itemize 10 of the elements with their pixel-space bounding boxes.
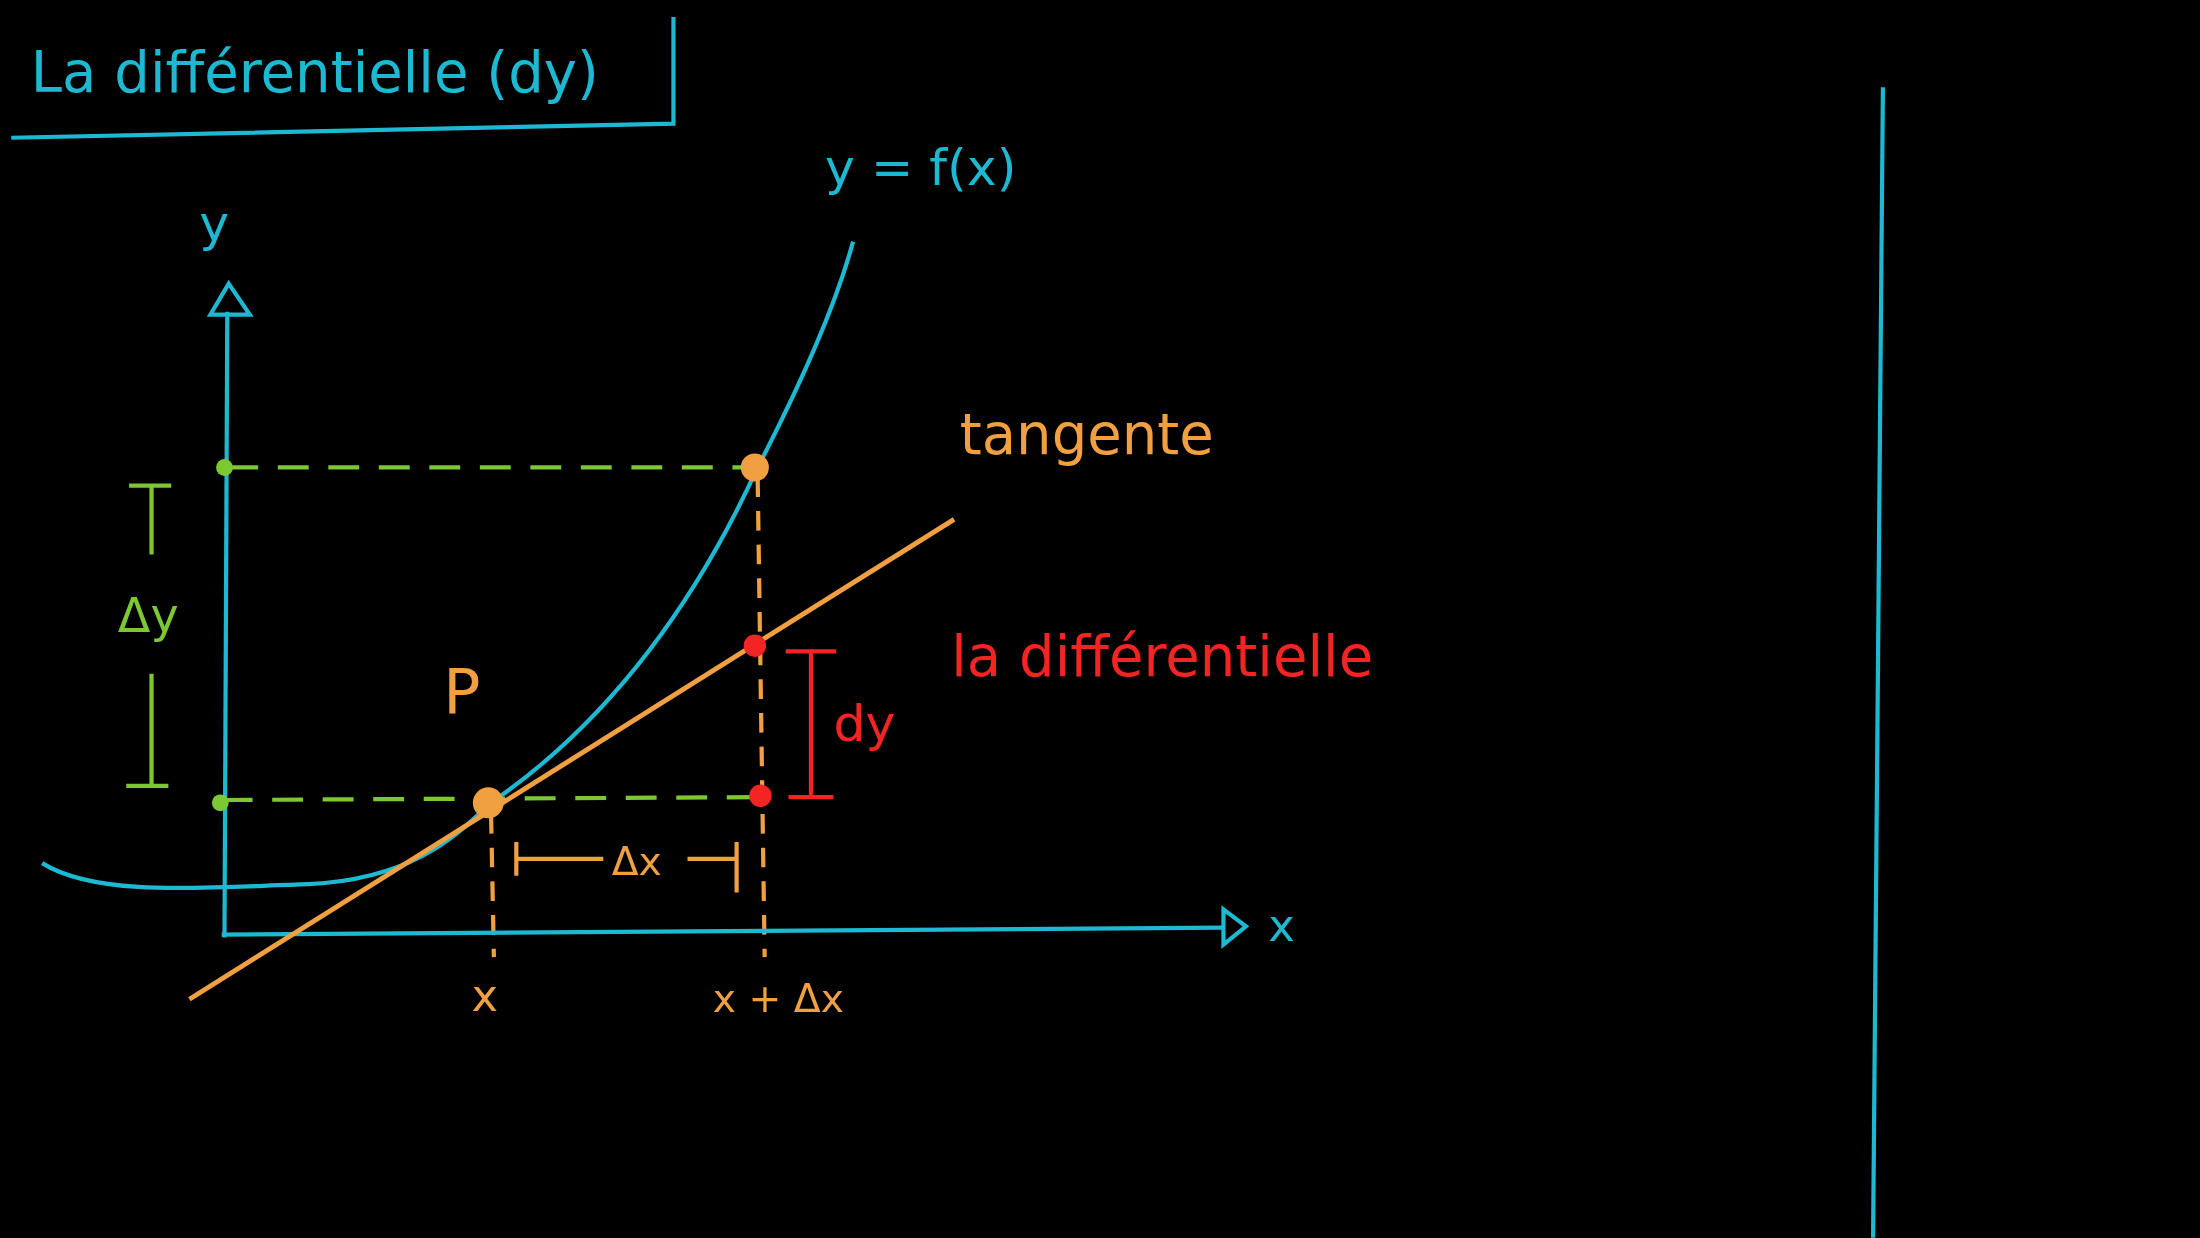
tick-label: x + Δx <box>712 979 844 1019</box>
point-label: P <box>443 662 481 724</box>
tick-label: x <box>471 973 498 1019</box>
dimension-label: dy <box>833 698 896 750</box>
annotation-label: la différentielle <box>951 628 1374 685</box>
dimension-label: Δx <box>611 841 662 882</box>
axis-label: y <box>199 199 230 250</box>
curve-label: y = f(x) <box>825 143 1017 194</box>
axis-label: x <box>1268 903 1295 949</box>
dimension-label: Δy <box>117 592 179 640</box>
